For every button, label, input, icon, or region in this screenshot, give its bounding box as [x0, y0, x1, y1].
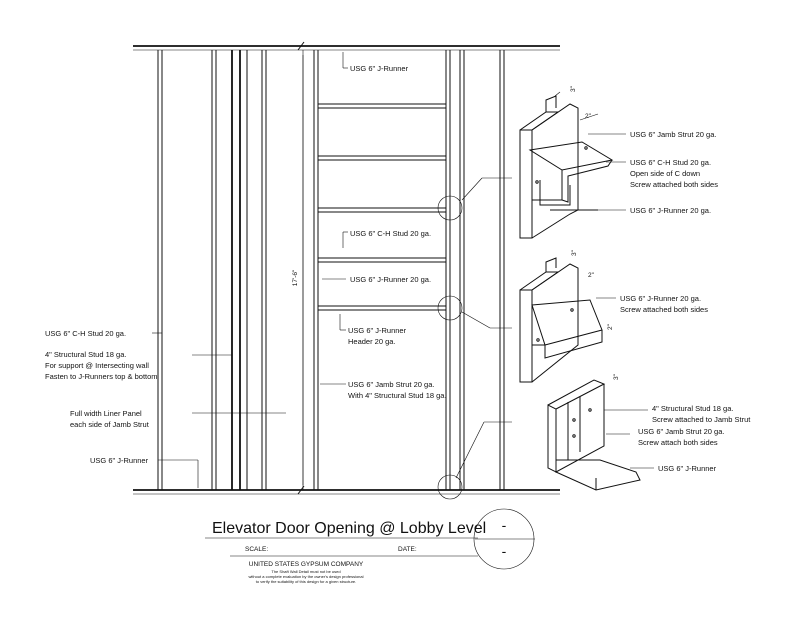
callout-liner-panel-2: each side of Jamb Strut [70, 420, 150, 429]
drawing-title: Elevator Door Opening @ Lobby Level [212, 520, 486, 537]
detail-number: - [502, 517, 507, 533]
date-label: DATE: [398, 546, 417, 553]
callout-d1-ch-3: Screw attached both sides [630, 180, 718, 189]
callout-d1-ch-1: USG 6" C-H Stud 20 ga. [630, 158, 711, 167]
dim-d1-b: 2" [585, 113, 592, 120]
callout-header-2: Header 20 ga. [348, 337, 396, 346]
dim-d2-c: 2" [607, 323, 614, 330]
title-block [205, 508, 535, 570]
callout-jamb-strut-1: USG 6" Jamb Strut 20 ga. [348, 380, 434, 389]
elevation-frame [133, 41, 560, 495]
sheet-number: - [502, 543, 507, 559]
callout-d1-jamb: USG 6" Jamb Strut 20 ga. [630, 130, 716, 139]
callout-ch-stud-left: USG 6" C-H Stud 20 ga. [45, 329, 126, 338]
dim-d2-b: 2" [588, 272, 595, 279]
callout-d3-stud-1: 4" Structural Stud 18 ga. [652, 404, 733, 413]
callout-d2-runner-1: USG 6" J-Runner 20 ga. [620, 294, 701, 303]
callout-j-runner-mid: USG 6" J-Runner 20 ga. [350, 275, 431, 284]
callout-header-1: USG 6" J-Runner [348, 326, 407, 335]
elevation-leaders [152, 52, 512, 488]
callout-structural-stud-3: Fasten to J-Runners top & bottom [45, 372, 158, 381]
disclaimer-line-1: The Shaft Wall Detail must not be used [271, 569, 340, 574]
callout-structural-stud-1: 4" Structural Stud 18 ga. [45, 350, 126, 359]
callout-d2-runner-2: Screw attached both sides [620, 305, 708, 314]
callout-d3-jamb-2: Screw attach both sides [638, 438, 718, 447]
callout-d3-runner: USG 6" J-Runner [658, 464, 717, 473]
detail-3-leaders [604, 409, 654, 469]
disclaimer-line-2: without a complete evaluation by the own… [248, 574, 363, 579]
callout-top-runner: USG 6" J-Runner [350, 64, 409, 73]
callout-structural-stud-2: For support @ Intersecting wall [45, 361, 149, 370]
dim-d2-a: 3" [571, 249, 578, 256]
callout-d1-runner: USG 6" J-Runner 20 ga. [630, 206, 711, 215]
callout-ch-stud-mid: USG 6" C-H Stud 20 ga. [350, 229, 431, 238]
callout-d1-ch-2: Open side of C down [630, 169, 700, 178]
callout-liner-panel-1: Full width Liner Panel [70, 409, 142, 418]
callout-d3-stud-2: Screw attached to Jamb Strut [652, 415, 751, 424]
dim-d3-a: 3" [613, 373, 620, 380]
scale-label: SCALE: [245, 546, 268, 553]
disclaimer-line-3: to verify the suitability of this design… [256, 579, 357, 584]
detail-1-isometric [519, 91, 614, 239]
detail-1-leaders [580, 133, 626, 211]
detail-2-isometric [519, 257, 603, 383]
detail-3-isometric [547, 379, 641, 491]
company-name: UNITED STATES GYPSUM COMPANY [249, 561, 364, 568]
dim-d1-a: 3" [570, 85, 577, 92]
dimension-height: 17'-6" [292, 269, 299, 286]
detail-markers [437, 195, 463, 500]
callout-jamb-strut-2: With 4" Structural Stud 18 ga. [348, 391, 447, 400]
callout-bottom-runner: USG 6" J-Runner [90, 456, 149, 465]
callout-d3-jamb-1: USG 6" Jamb Strut 20 ga. [638, 427, 724, 436]
